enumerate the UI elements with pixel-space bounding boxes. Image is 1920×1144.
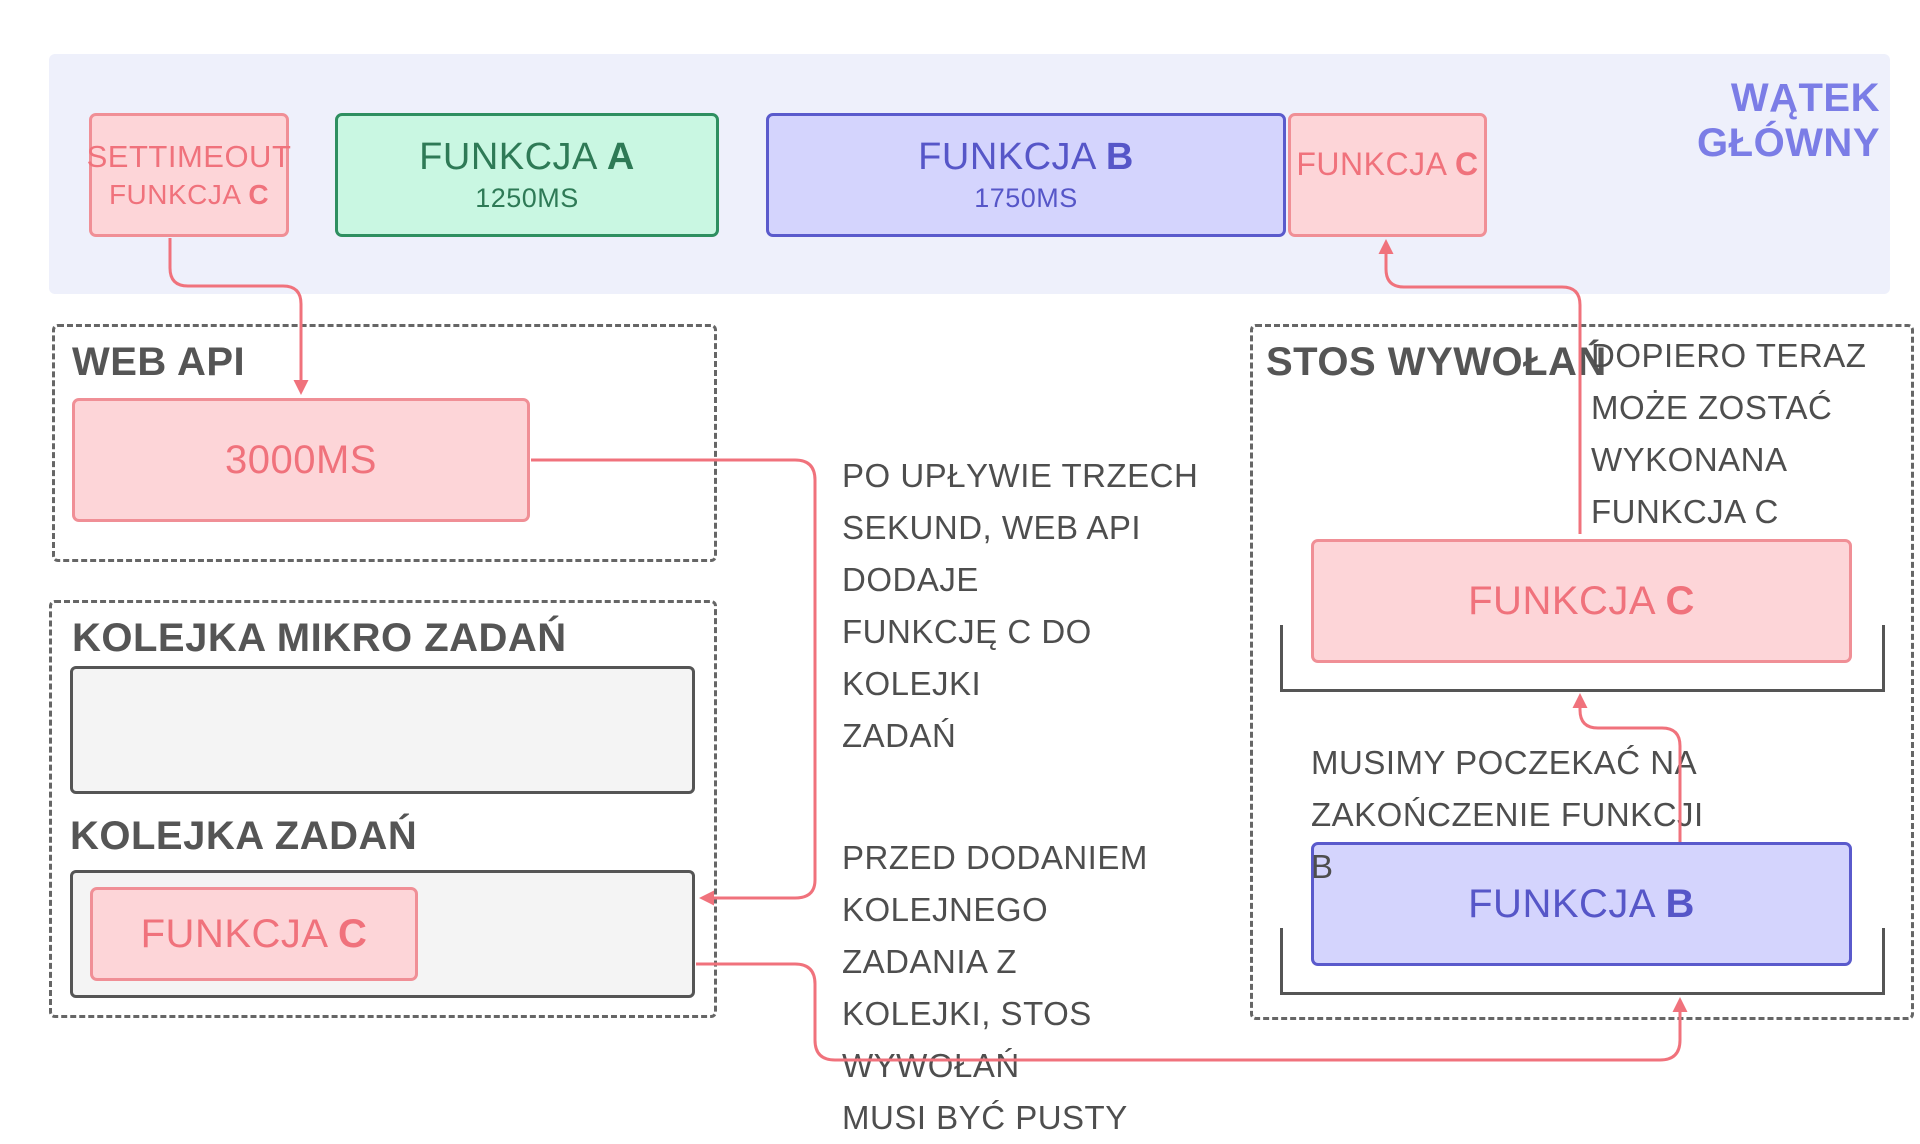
queue-note: PRZED DODANIEM KOLEJNEGO ZADANIA Z KOLEJ… [842, 832, 1202, 1144]
function-b-name: B [1105, 136, 1134, 178]
function-a-label: FUNKCJA [419, 136, 607, 178]
note-line: KOLEJNEGO ZADANIA Z [842, 891, 1049, 980]
function-b-duration: 1750MS [974, 183, 1078, 213]
note-line: ZAKOŃCZENIE FUNKCJI B [1311, 796, 1704, 885]
note-line: SEKUND, WEB API DODAJE [842, 509, 1142, 598]
note-line: KOLEJKI, STOS WYWOŁAŃ [842, 995, 1092, 1084]
call-stack-top-frame: FUNKCJA C [1311, 539, 1852, 663]
web-api-timer: 3000MS [72, 398, 530, 522]
settimeout-callback-name: C [248, 179, 270, 210]
note-line: FUNKCJĘ C DO KOLEJKI [842, 613, 1092, 702]
web-api-area [52, 324, 717, 562]
call-stack-title: STOS WYWOŁAŃ [1266, 340, 1607, 384]
note-line: MUSIMY POCZEKAĆ NA [1311, 744, 1698, 781]
wait-note: MUSIMY POCZEKAĆ NA ZAKOŃCZENIE FUNKCJI B [1311, 737, 1711, 893]
function-b-label: FUNKCJA [918, 136, 1106, 178]
note-line: FUNKCJA C [1591, 493, 1779, 530]
call-stack-top-name: C [1665, 578, 1695, 623]
web-api-note: PO UPŁYWIE TRZECH SEKUND, WEB API DODAJE… [842, 450, 1202, 762]
settimeout-callback-label: FUNKCJA [108, 179, 249, 210]
function-c-label: FUNKCJA [1296, 145, 1456, 182]
call-stack-top-label: FUNKCJA [1468, 578, 1666, 623]
settimeout-label: SETTIMEOUT [86, 139, 292, 174]
microtask-queue [70, 666, 695, 794]
note-line: MOŻE ZOSTAĆ [1591, 389, 1833, 426]
call-stack-bottom-label: FUNKCJA [1468, 881, 1666, 926]
note-line: MUSI BYĆ PUSTY [842, 1099, 1128, 1136]
call-stack-bottom-frame: FUNKCJA B [1311, 842, 1852, 966]
task-queue-item: FUNKCJA C [90, 887, 418, 981]
settimeout-block: SETTIMEOUT FUNKCJA C [86, 113, 292, 237]
task-queue-item-name: C [337, 911, 368, 956]
task-queue-item-label: FUNKCJA [140, 911, 338, 956]
function-a-duration: 1250MS [475, 183, 579, 213]
task-queue-title: KOLEJKA ZADAŃ [70, 814, 418, 858]
function-a-block: FUNKCJA A 1250MS [335, 113, 719, 237]
note-line: DOPIERO TERAZ [1591, 337, 1867, 374]
note-line: PO UPŁYWIE TRZECH [842, 457, 1199, 494]
web-api-title: WEB API [72, 340, 246, 384]
note-line: WYKONANA [1591, 441, 1788, 478]
now-note: DOPIERO TERAZ MOŻE ZOSTAĆ WYKONANA FUNKC… [1591, 330, 1891, 538]
call-stack-upper-bracket [1280, 625, 1885, 692]
web-api-timer-label: 3000MS [225, 437, 377, 482]
function-b-block: FUNKCJA B 1750MS [766, 113, 1286, 237]
function-a-name: A [606, 136, 635, 178]
function-c-name: C [1455, 145, 1479, 182]
main-thread-label: WĄTEK GŁÓWNY [1697, 76, 1880, 165]
call-stack-bottom-name: B [1665, 881, 1695, 926]
function-c-block: FUNKCJA C [1288, 113, 1487, 237]
microtask-queue-title: KOLEJKA MIKRO ZADAŃ [72, 616, 567, 660]
note-line: ZADAŃ [842, 717, 957, 754]
note-line: PRZED DODANIEM [842, 839, 1148, 876]
